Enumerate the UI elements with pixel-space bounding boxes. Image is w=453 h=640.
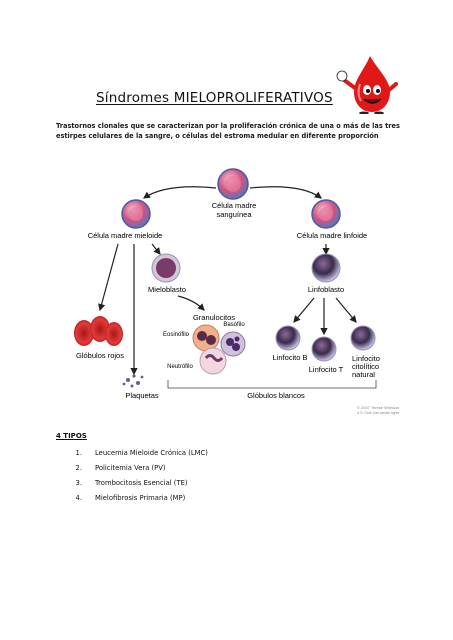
nk-lymphocyte-label-3: natural [352, 370, 375, 379]
list-number: 2. [75, 464, 83, 472]
neutrophil-cell [199, 347, 227, 375]
platelets-label: Plaquetas [125, 391, 159, 400]
neutrophil-label: Neutrófilo [167, 364, 193, 370]
b-lymphocyte-label: Linfocito B [272, 353, 307, 362]
list-item: 1. Leucemia Mieloide Crónica (LMC) [56, 447, 376, 462]
red-blood-cells [74, 316, 123, 346]
blood-drop-mascot-icon [336, 56, 398, 114]
list-number: 4. [75, 494, 83, 502]
t-lymphocyte-cell [311, 336, 337, 362]
lymphoblast-cell [311, 253, 341, 283]
eosinophil-label: Eosinófilo [163, 332, 190, 338]
types-list: 1. Leucemia Mieloide Crónica (LMC) 2. Po… [56, 447, 376, 507]
basophil-label: Basófilo [223, 322, 245, 328]
lymphoid-stem-cell [311, 199, 341, 229]
intro-paragraph: Trastornos clonales que se caracterizan … [56, 122, 400, 140]
copyright-line-2: U.S. Govt. has certain rights [357, 411, 400, 415]
myeloblast-cell [151, 253, 181, 283]
list-number: 1. [75, 449, 83, 457]
list-item: 3. Trombocitosis Esencial (TE) [56, 477, 376, 492]
red-cells-label: Glóbulos rojos [76, 351, 124, 360]
myeloblast-label: Mieloblasto [148, 285, 186, 294]
list-item: 2. Policitemia Vera (PV) [56, 462, 376, 477]
b-lymphocyte-cell [275, 325, 301, 351]
myeloid-stem-label: Célula madre mieloide [88, 231, 163, 240]
nk-lymphocyte-label-2: citolítico [352, 362, 379, 371]
myeloid-stem-cell [121, 199, 151, 229]
granulocytes-label: Granulocitos [193, 313, 235, 322]
nk-lymphocyte-cell [350, 325, 376, 351]
platelets [122, 374, 144, 388]
list-text: Policitemia Vera (PV) [95, 464, 166, 472]
lymphoid-stem-label: Célula madre linfoide [297, 231, 367, 240]
list-number: 3. [75, 479, 83, 487]
lymphoblast-label: Linfoblasto [308, 285, 344, 294]
types-heading: 4 TIPOS [56, 432, 87, 440]
eosinophil-cell [192, 324, 220, 352]
list-text: Trombocitosis Esencial (TE) [95, 479, 188, 487]
nk-lymphocyte-label-1: Linfocito [352, 354, 380, 363]
hematopoiesis-diagram: Célula madre sanguínea Célula madre miel… [74, 168, 400, 415]
white-cells-label: Glóbulos blancos [247, 391, 305, 400]
list-item: 4. Mielofibrosis Primaria (MP) [56, 492, 376, 507]
basophil-cell [220, 331, 246, 357]
list-text: Mielofibrosis Primaria (MP) [95, 494, 186, 502]
stem-cell [217, 168, 249, 200]
copyright-line-1: © 2007 Terese Winslow [357, 405, 399, 410]
page-title: Síndromes MIELOPROLIFERATIVOS [96, 90, 333, 106]
white-cells-bracket [167, 380, 377, 389]
stem-cell-label-1: Célula madre [212, 201, 257, 210]
list-text: Leucemia Mieloide Crónica (LMC) [95, 449, 208, 457]
stem-cell-label-2: sanguínea [216, 210, 252, 219]
t-lymphocyte-label: Linfocito T [309, 365, 344, 374]
